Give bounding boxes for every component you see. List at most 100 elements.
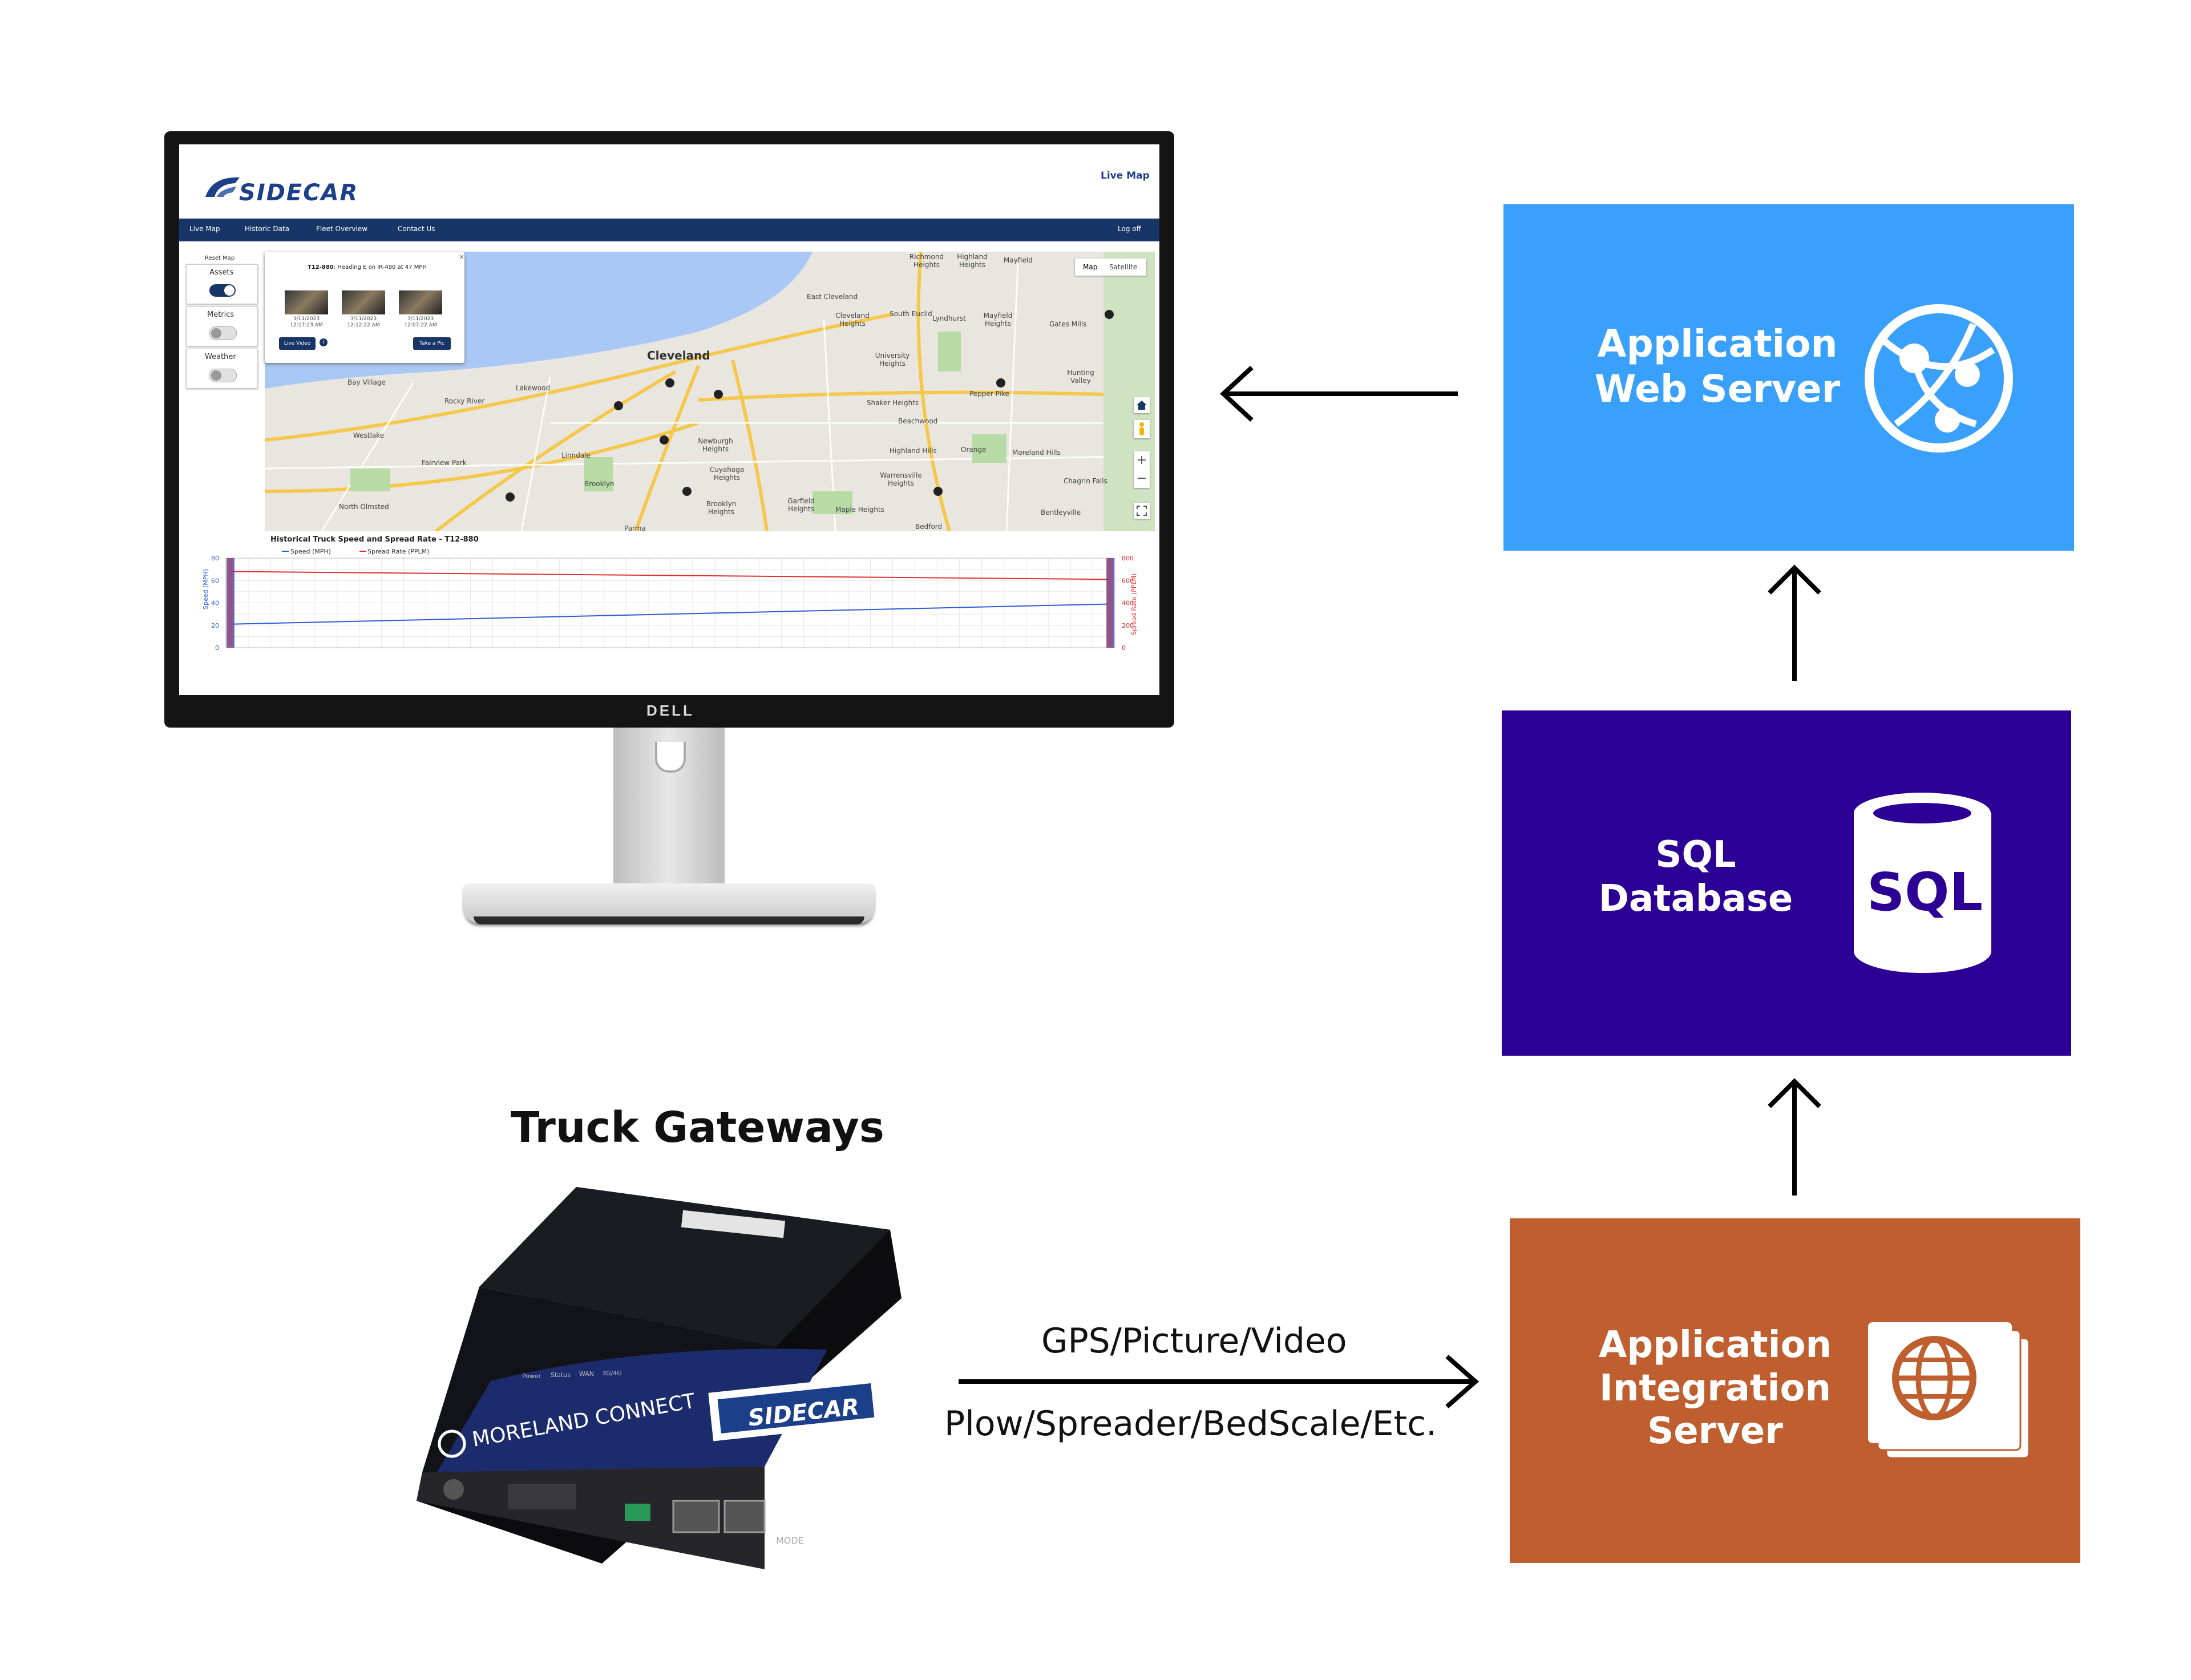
flow-label-bottom: Plow/Spreader/BedScale/Etc. xyxy=(944,1404,1437,1444)
map-label-orange: Orange xyxy=(961,446,987,454)
map-label-parma: Parma xyxy=(624,524,646,531)
map-label-cleveland-heights: Cleveland Heights xyxy=(835,312,870,328)
live-video-button[interactable]: Live Video xyxy=(279,337,316,350)
camera-thumbnail-1[interactable] xyxy=(285,290,328,314)
assets-toggle-card: Assets xyxy=(186,264,258,304)
right-tick-label: 400 xyxy=(1122,600,1134,607)
dell-logo: DELL xyxy=(646,702,694,719)
home-map-button[interactable] xyxy=(1134,397,1150,413)
nav-log-off[interactable]: Log off xyxy=(1118,225,1141,233)
left-tick-label: 80 xyxy=(211,555,219,562)
map-label-cuyahoga-heights: Cuyahoga Heights xyxy=(709,466,745,482)
map-label-cleveland: Cleveland xyxy=(647,349,710,362)
map-label-south-euclid: South Euclid xyxy=(890,310,932,318)
web-server-label-line2: Web Server xyxy=(1594,367,1841,411)
right-tick-label: 0 xyxy=(1122,644,1126,652)
map-label-garfield-heights: Garfield Heights xyxy=(787,497,815,513)
map-label-hunting-valley: Hunting Valley xyxy=(1067,369,1094,385)
chart-frame xyxy=(225,558,1115,648)
integration-server-label-line2: Integration xyxy=(1599,1367,1831,1410)
led-label-status: Status xyxy=(551,1371,571,1379)
mode-label: MODE xyxy=(776,1535,804,1546)
live-map-header-link[interactable]: Live Map xyxy=(1101,170,1150,181)
arrow-db-to-web xyxy=(1768,564,1821,681)
fullscreen-button[interactable] xyxy=(1134,503,1150,519)
map-label-highland-hills: Highland Hills xyxy=(890,447,937,455)
camera-thumbnail-3[interactable] xyxy=(399,290,442,314)
chart-series xyxy=(227,558,1114,648)
metrics-toggle[interactable] xyxy=(209,326,237,340)
sql-icon-text: SQL xyxy=(1867,862,1983,923)
arrow-to-monitor xyxy=(1220,366,1458,422)
nav-historic-data[interactable]: Historic Data xyxy=(245,225,289,233)
map-type-satellite[interactable]: Satellite xyxy=(1109,263,1138,271)
chart-grid xyxy=(225,558,1115,648)
sql-database-label-line2: Database xyxy=(1598,877,1793,920)
map-layer-panel: Reset Map Assets Metrics Weather xyxy=(185,252,259,397)
map-label-pepper-pike: Pepper Pike xyxy=(969,390,1009,398)
map-label-westlake: Westlake xyxy=(353,431,385,439)
zoom-out-button[interactable]: − xyxy=(1136,471,1147,486)
legend-swatch-spread xyxy=(359,551,366,552)
map-label-brooklyn: Brooklyn xyxy=(584,480,615,488)
arrow-integration-to-db xyxy=(1768,1078,1821,1196)
popup-close-icon[interactable]: × xyxy=(459,253,465,261)
moreland-logo-icon xyxy=(438,1429,466,1458)
led-label-power: Power xyxy=(522,1372,541,1380)
info-icon[interactable]: i xyxy=(320,338,328,346)
map-label-richmond-heights: Richmond Heights xyxy=(909,253,944,269)
left-tick-label: 0 xyxy=(215,644,219,652)
spread-series-line xyxy=(230,571,1111,580)
assets-toggle-label: Assets xyxy=(209,268,234,277)
street-view-button[interactable] xyxy=(1134,420,1150,438)
map-label-linndale: Linndale xyxy=(561,451,591,459)
weather-toggle-label: Weather xyxy=(205,353,236,361)
nav-contact-us[interactable]: Contact Us xyxy=(398,225,435,233)
left-tick-label: 20 xyxy=(211,622,219,629)
monitor-base-edge xyxy=(474,916,864,924)
application-web-server-box: Application Web Server xyxy=(1503,204,2074,551)
map-label-bay-village: Bay Village xyxy=(347,378,386,386)
camera-thumbnail-2[interactable] xyxy=(342,290,385,314)
take-a-pic-button[interactable]: Take a Pic xyxy=(413,337,451,350)
nav-live-map[interactable]: Live Map xyxy=(189,225,220,233)
flow-label-top: GPS/Picture/Video xyxy=(1041,1321,1347,1361)
map-label-highland-heights: Highland Heights xyxy=(957,253,988,269)
map-label-university-heights: University Heights xyxy=(875,352,910,368)
map-label-newburgh-heights: Newburgh Heights xyxy=(698,437,733,453)
sql-database-box: SQL Database SQL xyxy=(1502,710,2071,1056)
map-label-brooklyn-heights: Brooklyn Heights xyxy=(706,500,737,516)
integration-server-label: Application Integration Server xyxy=(1590,1324,1841,1453)
map-type-map[interactable]: Map xyxy=(1083,263,1098,271)
reset-map-button[interactable]: Reset Map xyxy=(205,255,235,261)
map-label-beachwood: Beachwood xyxy=(898,417,938,425)
metrics-toggle-card: Metrics xyxy=(186,306,258,346)
nav-fleet-overview[interactable]: Fleet Overview xyxy=(316,225,368,233)
led-label-wan: WAN xyxy=(579,1370,594,1378)
map-type-control: Map Satellite xyxy=(1075,259,1146,276)
legend-speed: Speed (MPH) xyxy=(290,548,331,555)
app-navbar: Live Map Historic Data Fleet Overview Co… xyxy=(179,219,1159,241)
popup-asset-id: T12-880 xyxy=(308,264,334,270)
map-label-maple-heights: Maple Heights xyxy=(835,506,884,514)
map-label-mayfield: Mayfield xyxy=(1004,256,1033,264)
weather-toggle[interactable] xyxy=(209,369,237,382)
popup-heading-detail: : Heading E on IR-490 at 47 MPH xyxy=(333,264,427,270)
assets-toggle[interactable] xyxy=(209,284,236,297)
popup-heading: T12-880: Heading E on IR-490 at 47 MPH xyxy=(308,264,427,270)
map-label-shaker-heights: Shaker Heights xyxy=(867,399,919,407)
web-server-label-line1: Application xyxy=(1597,322,1838,366)
device-ports xyxy=(443,1479,766,1533)
right-tick-label: 600 xyxy=(1122,577,1134,584)
legend-spread-rate: Spread Rate (PPLM) xyxy=(367,548,430,555)
arrow-gateway-to-integration xyxy=(959,1354,1479,1409)
legend-swatch-speed xyxy=(282,551,289,552)
speed-series-line xyxy=(230,603,1111,625)
zoom-in-button[interactable]: + xyxy=(1136,453,1147,467)
pegman-icon xyxy=(1139,422,1144,435)
zoom-controls: + − xyxy=(1134,451,1150,488)
